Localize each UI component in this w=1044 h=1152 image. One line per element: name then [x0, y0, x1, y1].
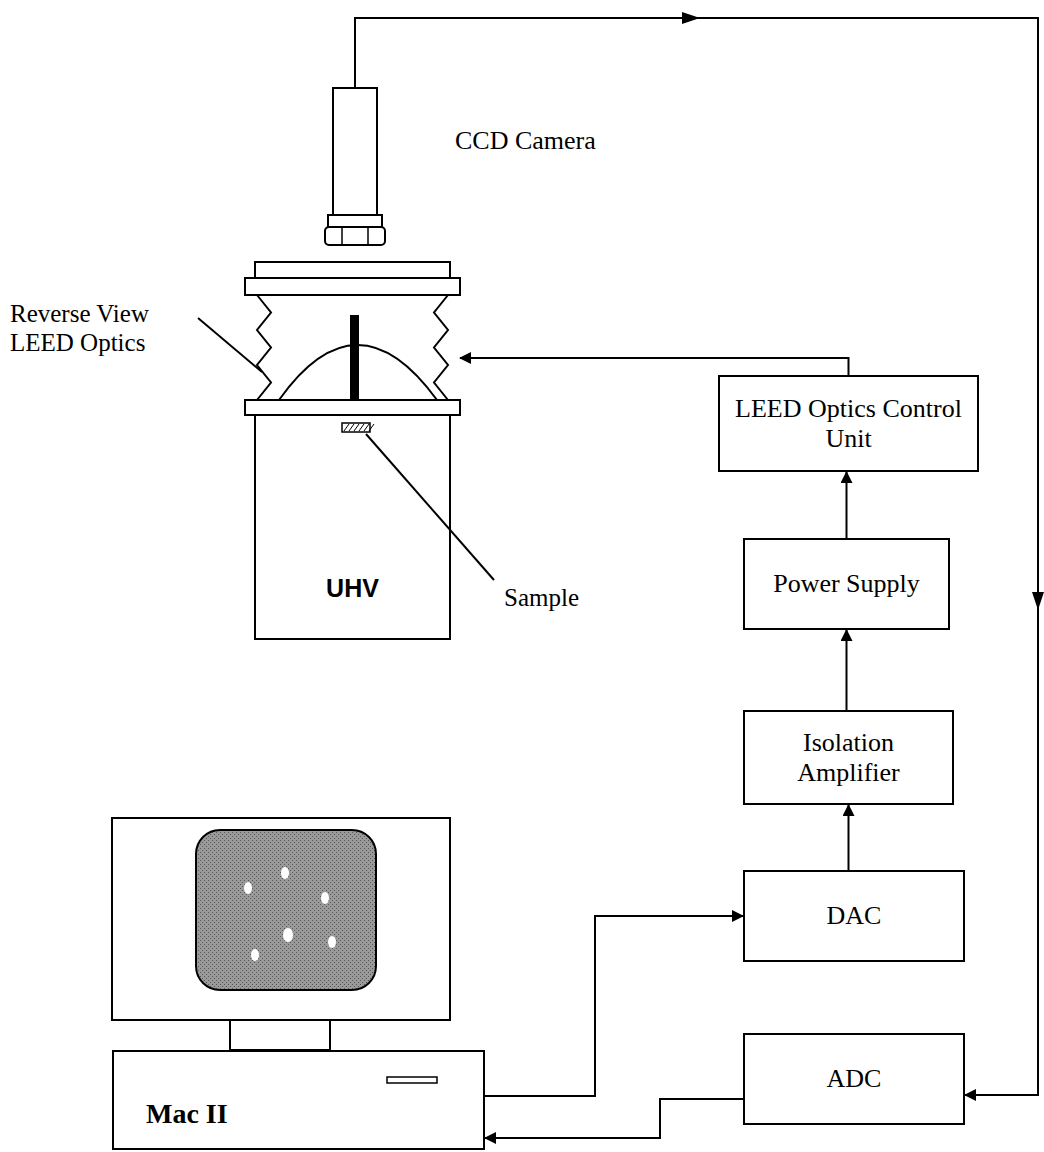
part-label: UHV: [245, 574, 460, 603]
box-label: Isolation Amplifier: [751, 728, 946, 788]
signal-connector: [485, 916, 743, 1096]
signal-connector: [846, 472, 848, 538]
signal-connector: [848, 805, 850, 870]
uhv-chamber: UHV: [245, 262, 460, 640]
adc-box: ADC: [743, 1033, 965, 1125]
box-label: DAC: [827, 901, 882, 931]
computer-base: Mac II: [112, 1050, 485, 1150]
signal-connector: [485, 1099, 743, 1138]
monitor-illustration: [112, 818, 450, 1050]
signal-connector: [460, 358, 849, 375]
ccd-camera: CCD Camera: [320, 88, 650, 248]
part-label: Mac II: [146, 1098, 228, 1130]
leader-line: [198, 318, 262, 372]
camera-illustration: [320, 88, 650, 248]
leader-line: [366, 434, 494, 580]
box-label: Power Supply: [773, 569, 920, 599]
power-supply-box: Power Supply: [743, 538, 950, 630]
signal-connector: [846, 630, 848, 710]
signal-connector: [355, 18, 1038, 1095]
amplifier-box: Isolation Amplifier: [743, 710, 954, 805]
box-label: ADC: [827, 1064, 882, 1094]
part-label: CCD Camera: [455, 126, 605, 156]
part-label: Reverse View LEED Optics: [10, 300, 160, 358]
control-unit-box: LEED Optics Control Unit: [718, 375, 979, 472]
box-label: LEED Optics Control Unit: [726, 394, 971, 454]
dac-box: DAC: [743, 870, 965, 962]
part-label: Sample: [504, 584, 624, 613]
